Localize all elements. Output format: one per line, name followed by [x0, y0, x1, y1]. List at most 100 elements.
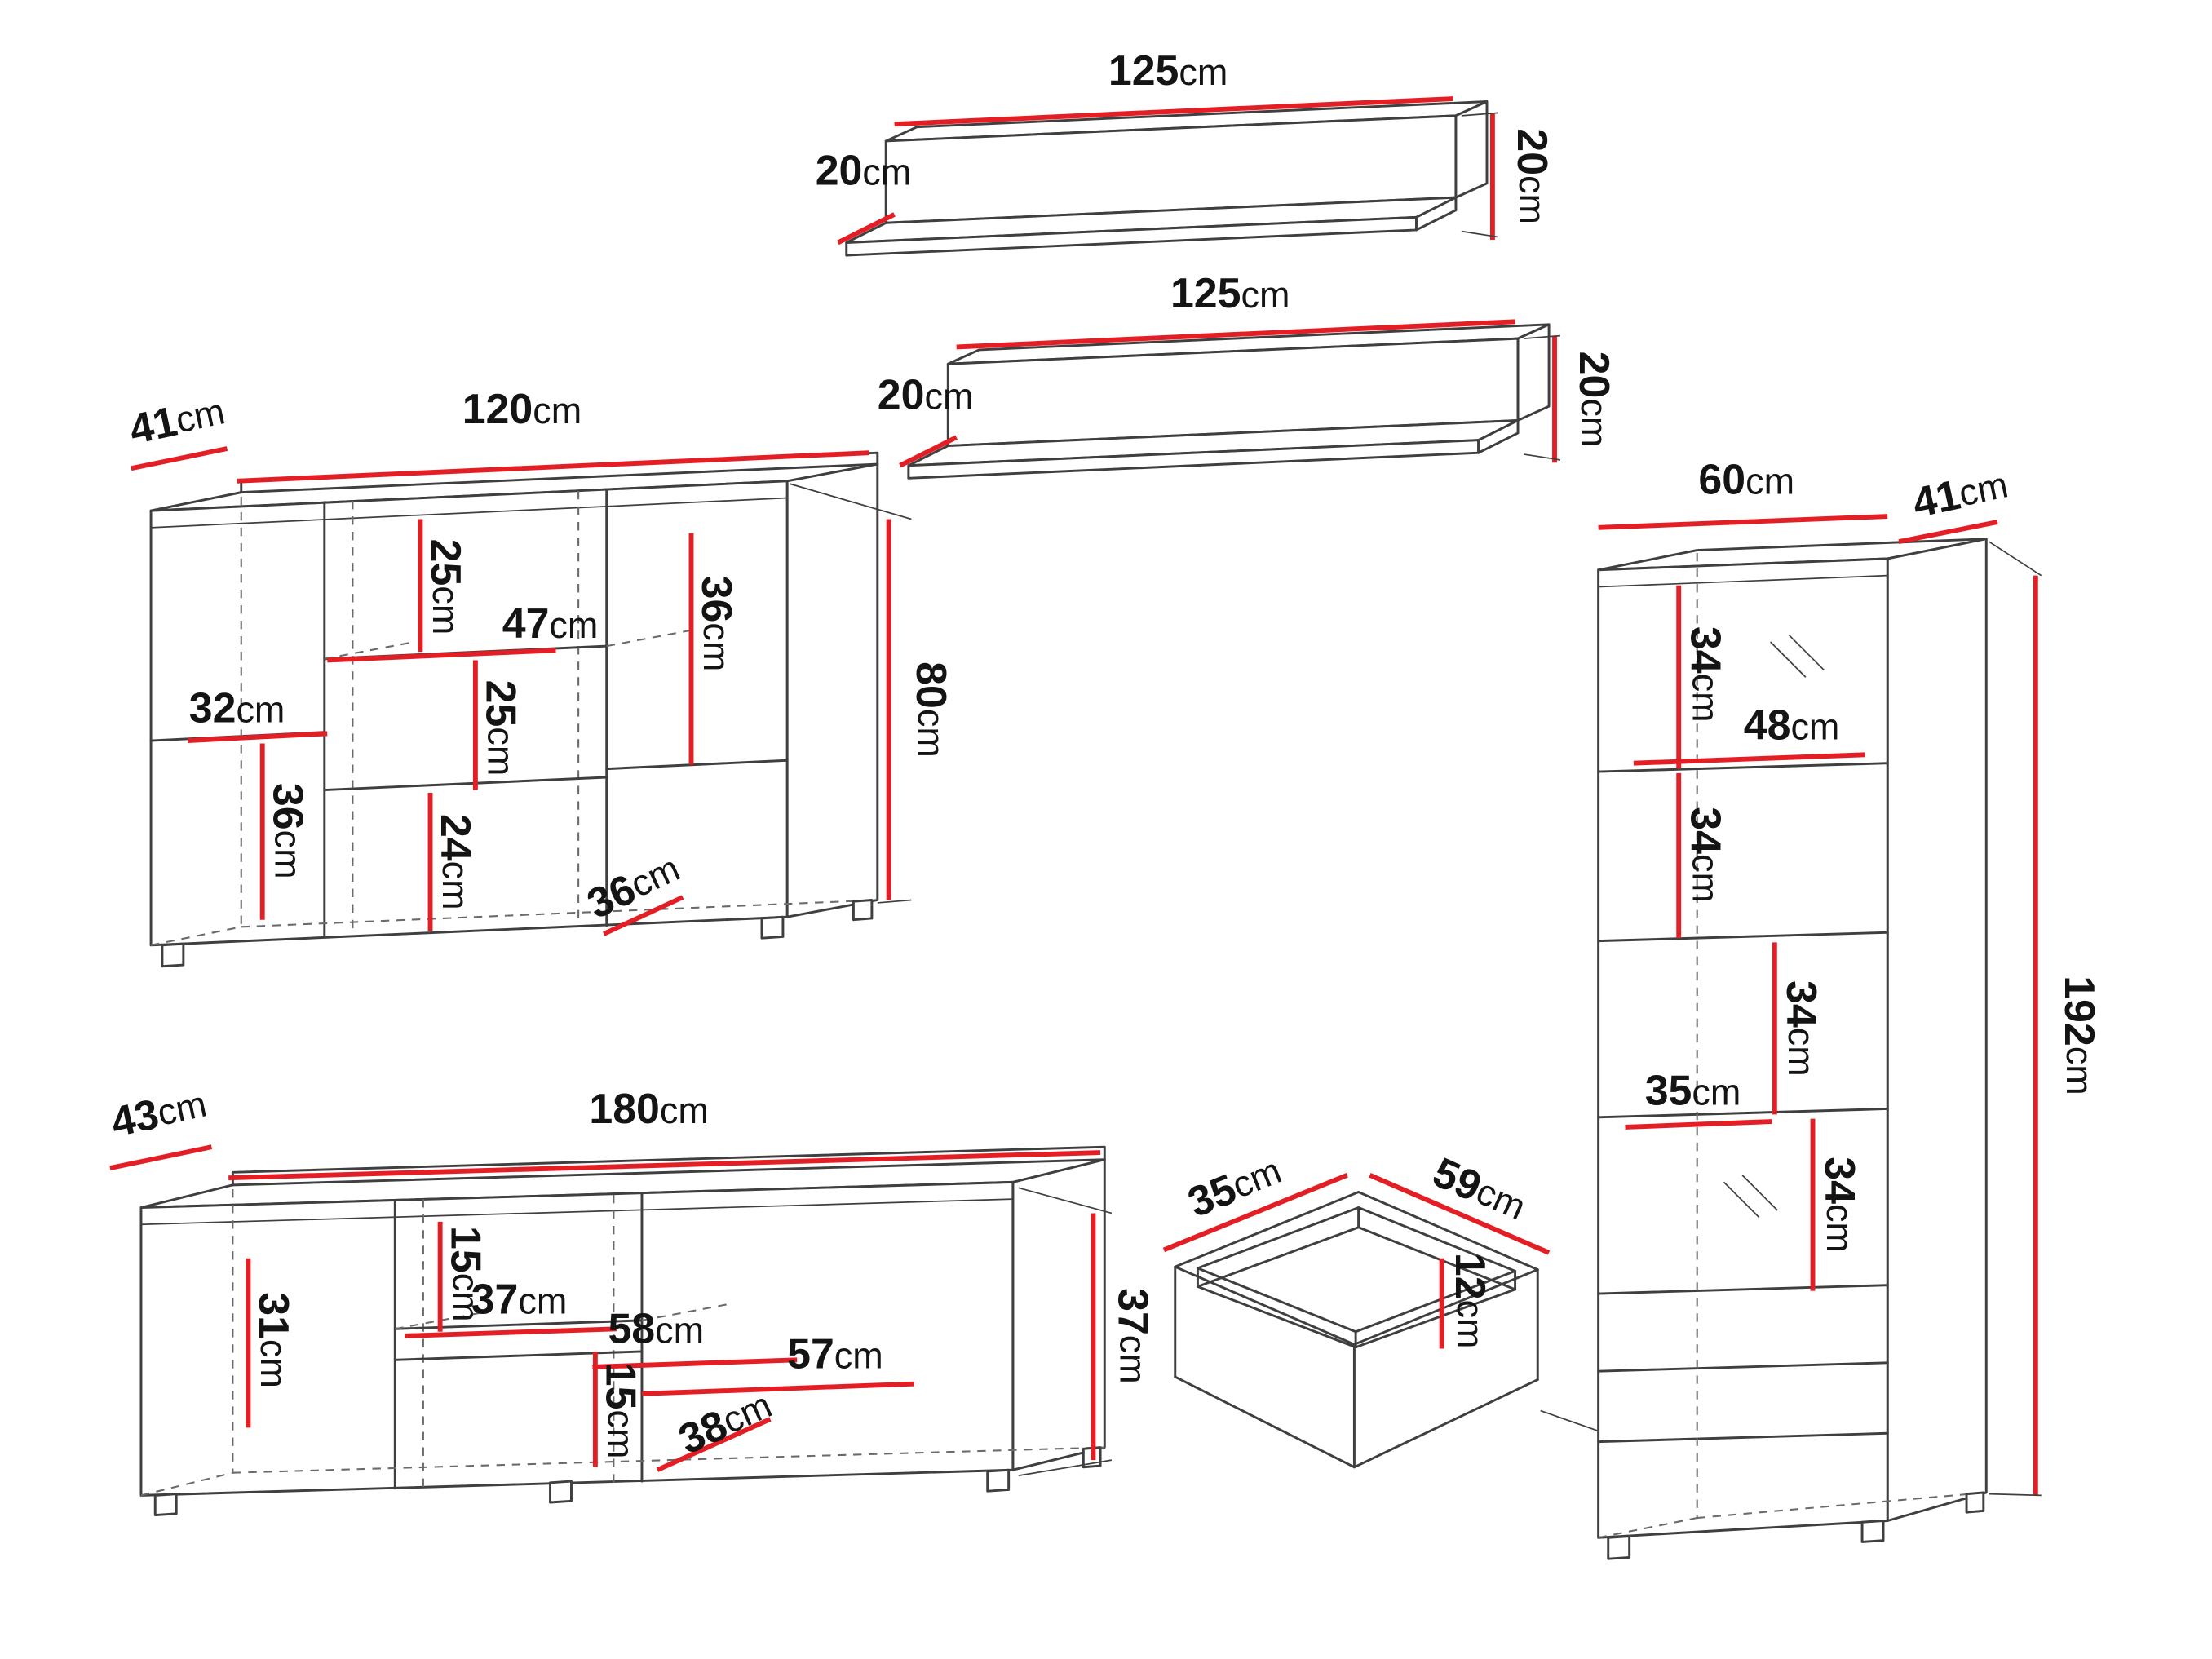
dim-sideboard-width: 120cm	[462, 385, 582, 432]
cabinet-top-thickness	[1598, 574, 1888, 588]
sideboard-foot-left	[161, 942, 185, 968]
wall-shelf-1: 125cm 20cm 20cm	[816, 46, 1556, 257]
dim-shelf1-height: 20cm	[1509, 128, 1556, 224]
dim-shelf2-height: 20cm	[1571, 352, 1618, 448]
dim-shelf2-depth: 20cm	[878, 371, 974, 418]
sideboard-foot-back	[852, 899, 874, 922]
sideboard-depth-line	[131, 446, 228, 471]
cabinet-shelf-1	[1597, 762, 1889, 773]
tv-inner-38-line	[656, 1417, 772, 1472]
dim-sideboard-36right: 36cm	[693, 576, 741, 672]
cabinet-bottom-left-depth	[1598, 1517, 1697, 1539]
sideboard-shelf-right	[605, 759, 789, 771]
dim-cabinet-34b: 34cm	[1683, 807, 1730, 903]
dim-cabinet-34c: 34cm	[1779, 980, 1826, 1077]
cabinet-glass-mark-2b	[1741, 1175, 1778, 1211]
cabinet-glass-mark-1b	[1788, 634, 1825, 671]
cabinet-drawer-line-2	[1597, 1431, 1889, 1444]
cabinet-width-line	[1598, 514, 1888, 530]
sideboard-height-ext-top	[790, 483, 912, 520]
dim-cabinet-depth: 41cm	[1909, 460, 2012, 526]
tv-shelf-1	[393, 1319, 644, 1330]
tv-bottom-left-depth	[140, 1471, 233, 1497]
wall-shelf-2: 125cm 20cm 20cm	[878, 269, 1618, 480]
dim-sideboard-height: 80cm	[908, 661, 955, 758]
shelf2-width-line	[956, 319, 1515, 350]
shelf2-right-end	[1516, 323, 1551, 422]
drawer-width-line	[1369, 1173, 1551, 1255]
sideboard-inner-36depth-line	[603, 895, 684, 936]
dim-sideboard-36left: 36cm	[265, 783, 312, 879]
tv-width-line	[228, 1150, 1101, 1181]
dim-tv-31: 31cm	[250, 1292, 298, 1388]
cabinet-glass-mark-2a	[1723, 1181, 1760, 1219]
sideboard-shelf-middle-2	[323, 776, 608, 792]
cabinet-inner-35-line	[1625, 1119, 1772, 1130]
dim-drawer-depth: 35cm	[1181, 1146, 1288, 1226]
dim-tv-58: 58cm	[608, 1305, 704, 1352]
dim-shelf1-depth: 20cm	[816, 147, 912, 194]
shelf2-depth-line	[899, 435, 958, 468]
dim-drawer-height: 12cm	[1447, 1253, 1494, 1349]
tv-depth-line	[109, 1144, 213, 1170]
drawer-floor-front-edges	[1196, 1285, 1517, 1349]
tv-foot-left	[153, 1493, 178, 1517]
cabinet-side-face	[1886, 538, 1988, 1522]
cabinet-height-ext-top	[1989, 541, 2042, 577]
dim-sideboard-25top: 25cm	[422, 539, 470, 635]
cabinet-foot-right	[1860, 1520, 1885, 1543]
tv-stand: 43cm 180cm 37cm 31cm 15cm 37cm 58cm 15cm…	[107, 1079, 1157, 1517]
tall-cabinet: 60cm 41cm 192cm 34cm 48cm 34cm 34cm 35cm…	[1597, 455, 2104, 1560]
cabinet-foot-left	[1607, 1535, 1631, 1560]
dim-drawer-width: 59cm	[1427, 1148, 1533, 1230]
dim-cabinet-34d: 34cm	[1816, 1157, 1864, 1253]
cabinet-drawer-line-1	[1597, 1361, 1889, 1373]
dim-cabinet-34a: 34cm	[1683, 626, 1730, 723]
tv-height-ext-top	[1018, 1187, 1113, 1214]
tv-foot-right	[986, 1468, 1011, 1493]
drawer-bottom-edges	[1174, 1375, 1539, 1469]
shelf1-ext-bottom	[1461, 230, 1498, 238]
shelf1-right-end	[1454, 100, 1489, 199]
sideboard-inner-47-line	[327, 648, 556, 663]
dim-tv-width: 180cm	[589, 1085, 708, 1132]
dim-tv-depth: 43cm	[107, 1079, 210, 1145]
dim-sideboard-32: 32cm	[189, 684, 285, 732]
shelf2-ext-bottom	[1523, 453, 1561, 461]
cabinet-shelf-2	[1597, 931, 1889, 943]
tv-shelf-2	[393, 1350, 644, 1361]
sideboard-inner-32-line	[187, 731, 328, 743]
sideboard: 41cm 120cm 80cm 25cm 47cm 36cm 32cm 25cm…	[125, 385, 955, 968]
dim-shelf1-width: 125cm	[1108, 46, 1228, 94]
drawer-depth-line	[1162, 1173, 1348, 1253]
cabinet-shelf-3	[1597, 1107, 1889, 1119]
dim-tv-57: 57cm	[787, 1330, 883, 1378]
cabinet-front-face	[1597, 557, 1889, 1539]
shelf1-ext-top	[1461, 112, 1498, 117]
tv-side-face	[1011, 1158, 1106, 1471]
drawer-floor-back-edges	[1196, 1226, 1517, 1291]
dim-tv-height: 37cm	[1110, 1288, 1157, 1384]
dim-tv-15bottom: 15cm	[598, 1363, 645, 1459]
shelf1-width-line	[894, 96, 1453, 127]
cabinet-height-ext-bottom	[1989, 1493, 2042, 1497]
sideboard-side-face	[785, 462, 879, 918]
sideboard-foot-right	[760, 915, 785, 940]
dim-cabinet-height: 192cm	[2056, 975, 2104, 1095]
dim-cabinet-35: 35cm	[1645, 1066, 1741, 1113]
dim-sideboard-47: 47cm	[502, 599, 599, 647]
shelf1-depth-line	[837, 212, 896, 246]
dim-cabinet-48: 48cm	[1744, 701, 1840, 748]
tv-inner-58-line	[592, 1357, 798, 1369]
tv-inner-37-line	[405, 1326, 617, 1338]
dim-sideboard-24: 24cm	[432, 814, 480, 910]
sideboard-top-thickness	[151, 497, 788, 529]
shelf2-board-right-end	[1477, 418, 1520, 454]
cabinet-glass-mark-1a	[1770, 641, 1807, 678]
sideboard-height-ext-bottom	[877, 899, 912, 904]
tv-inner-57-line	[641, 1381, 914, 1396]
dim-tv-37shelf: 37cm	[471, 1275, 568, 1322]
cabinet-depth-line	[1898, 520, 1998, 545]
dim-cabinet-width: 60cm	[1698, 455, 1794, 502]
